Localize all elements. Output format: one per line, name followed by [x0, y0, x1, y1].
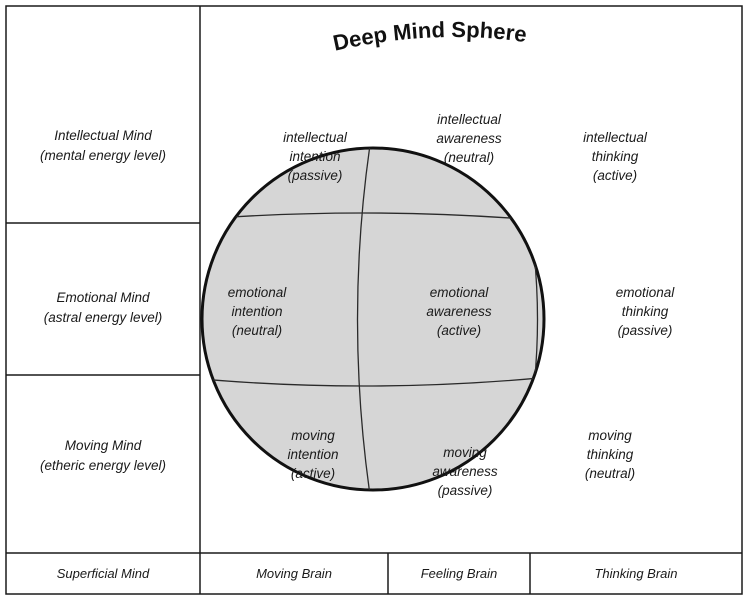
column-label-feeling-brain: Feeling Brain — [420, 566, 498, 581]
cell-line: moving — [291, 428, 335, 443]
cell-line: (active) — [436, 323, 482, 338]
cell-emotional-thinking: emotional thinking (passive) — [580, 283, 710, 340]
cell-line: (neutral) — [584, 466, 636, 481]
cell-line: intention — [231, 304, 283, 319]
cell-line: intellectual — [583, 130, 647, 145]
cell-line: (passive) — [437, 483, 493, 498]
latitude-line-upper — [202, 212, 544, 223]
deep-mind-sphere — [200, 146, 546, 492]
column-label-thinking-brain: Thinking Brain — [594, 566, 678, 581]
cell-line: (passive) — [287, 168, 343, 183]
sphere-title: Deep Mind Sphere — [331, 17, 529, 56]
row-label-name: Intellectual Mind — [54, 128, 152, 143]
column-label-moving-brain: Moving Brain — [256, 566, 332, 581]
cell-line: intention — [287, 447, 339, 462]
meridian-line-left — [356, 148, 371, 490]
cell-moving-intention: moving intention (active) — [248, 426, 378, 483]
latitude-line-lower — [202, 375, 544, 387]
cell-line: thinking — [591, 149, 639, 164]
cell-line: emotional — [615, 285, 675, 300]
row-label-sub: (etheric energy level) — [39, 458, 167, 473]
cell-line: awareness — [426, 304, 492, 319]
cell-line: (active) — [592, 168, 638, 183]
cell-line: intellectual — [437, 112, 501, 127]
cell-line: intention — [289, 149, 341, 164]
cell-line: (neutral) — [443, 150, 495, 165]
cell-intellectual-intention: intellectual intention (passive) — [250, 128, 380, 185]
row-label-sub: (astral energy level) — [43, 310, 163, 325]
superficial-mind-label: Superficial Mind — [56, 566, 150, 581]
cell-line: moving — [443, 445, 487, 460]
cell-line: awareness — [436, 131, 502, 146]
cell-line: thinking — [621, 304, 669, 319]
cell-emotional-intention: emotional intention (neutral) — [192, 283, 322, 340]
cell-line: awareness — [432, 464, 498, 479]
cell-line: (neutral) — [231, 323, 283, 338]
row-label-name: Emotional Mind — [56, 290, 150, 305]
row-label-name: Moving Mind — [64, 438, 142, 453]
cell-line: (active) — [290, 466, 336, 481]
cell-emotional-awareness: emotional awareness (active) — [394, 283, 524, 340]
cell-intellectual-thinking: intellectual thinking (active) — [550, 128, 680, 185]
cell-line: (passive) — [617, 323, 673, 338]
row-label-moving: Moving Mind (etheric energy level) — [6, 436, 200, 476]
cell-line: emotional — [429, 285, 489, 300]
row-label-sub: (mental energy level) — [39, 148, 167, 163]
cell-moving-awareness: moving awareness (passive) — [400, 443, 530, 500]
table-border — [5, 5, 743, 595]
cell-intellectual-awareness: intellectual awareness (neutral) — [404, 110, 534, 167]
row-label-emotional: Emotional Mind (astral energy level) — [6, 288, 200, 328]
cell-line: thinking — [586, 447, 634, 462]
cell-moving-thinking: moving thinking (neutral) — [545, 426, 675, 483]
row-label-intellectual: Intellectual Mind (mental energy level) — [6, 126, 200, 166]
cell-line: emotional — [227, 285, 287, 300]
cell-line: moving — [588, 428, 632, 443]
cell-line: intellectual — [283, 130, 347, 145]
